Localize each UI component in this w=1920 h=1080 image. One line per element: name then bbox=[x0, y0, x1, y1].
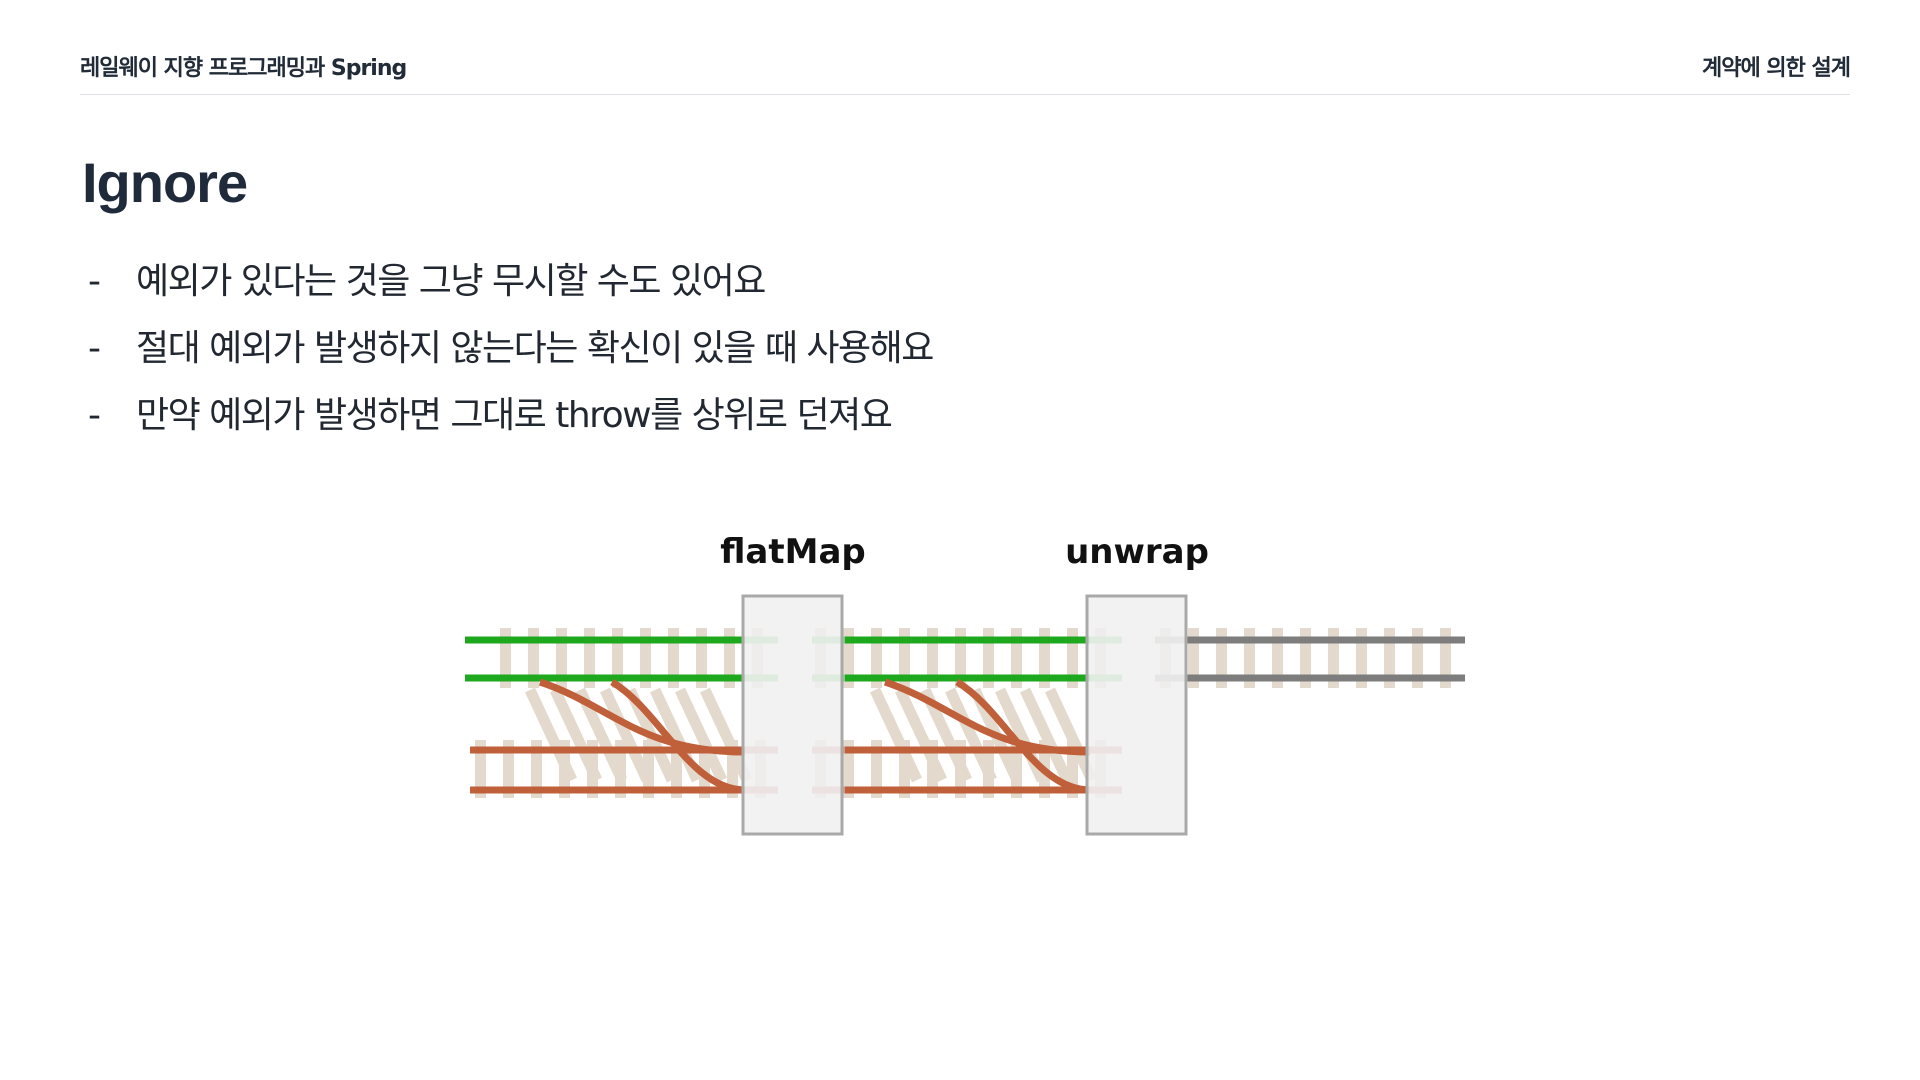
success-track-sleeper bbox=[584, 628, 595, 688]
slide-title: Ignore bbox=[82, 151, 248, 214]
switch-sleeper bbox=[550, 687, 602, 783]
output-track-sleeper bbox=[1412, 628, 1423, 688]
unwrap-box bbox=[1085, 594, 1188, 836]
success-track-sleeper bbox=[871, 628, 882, 688]
failure-track-sleeper bbox=[503, 740, 514, 798]
success-track-sleeper bbox=[668, 628, 679, 688]
switch-sleeper bbox=[1045, 687, 1097, 783]
bullet-item: -절대 예외가 발생하지 않는다는 확신이 있을 때 사용해요 bbox=[88, 315, 934, 382]
switch-sleeper bbox=[870, 687, 922, 783]
function-boxes-layer bbox=[741, 594, 1188, 836]
switch-sleeper bbox=[700, 687, 752, 783]
success-track-sleeper bbox=[1039, 628, 1050, 688]
failure-track-sleeper bbox=[699, 740, 710, 798]
output-track-sleeper bbox=[1244, 628, 1255, 688]
success-track-sleeper bbox=[955, 628, 966, 688]
slide-header: 레일웨이 지향 프로그래밍과 Spring 계약에 의한 설계 bbox=[80, 44, 1851, 95]
section-title: 계약에 의한 설계 bbox=[1702, 56, 1851, 81]
bullet-list: -예외가 있다는 것을 그냥 무시할 수도 있어요 -절대 예외가 발생하지 않… bbox=[88, 248, 934, 449]
output-track-sleeper bbox=[1300, 628, 1311, 688]
output-track-sleeper bbox=[1216, 628, 1227, 688]
success-track-sleeper bbox=[640, 628, 651, 688]
success-track-sleeper bbox=[500, 628, 511, 688]
switch-sleeper bbox=[675, 687, 727, 783]
output-track-sleeper bbox=[1384, 628, 1395, 688]
flatmap-box bbox=[741, 594, 844, 836]
switch-rail bbox=[538, 678, 746, 756]
bullet-text: 예외가 있다는 것을 그냥 무시할 수도 있어요 bbox=[136, 261, 766, 302]
bullet-item: -만약 예외가 발생하면 그대로 throw를 상위로 던져요 bbox=[88, 382, 933, 449]
output-track-sleeper bbox=[1272, 628, 1283, 688]
failure-track-sleeper bbox=[899, 740, 910, 798]
success-track-sleeper bbox=[983, 628, 994, 688]
bullet-text: 만약 예외가 발생하면 그대로 throw를 상위로 던져요 bbox=[136, 395, 893, 436]
success-track-sleeper bbox=[927, 628, 938, 688]
success-track-sleeper bbox=[696, 628, 707, 688]
switch-rail bbox=[883, 678, 1091, 756]
success-track-sleeper bbox=[1067, 628, 1078, 688]
failure-track-sleeper bbox=[531, 740, 542, 798]
output-track-sleeper bbox=[1440, 628, 1451, 688]
failure-track-sleeper bbox=[727, 740, 738, 798]
failure-track-sleeper bbox=[1067, 740, 1078, 798]
failure-track-sleeper bbox=[475, 740, 486, 798]
switch-sleeper bbox=[1020, 687, 1072, 783]
switch-sleeper bbox=[525, 687, 577, 783]
output-track-sleeper bbox=[1328, 628, 1339, 688]
dash-icon: - bbox=[88, 261, 101, 302]
switch-sleeper bbox=[600, 687, 652, 783]
switch-rail bbox=[610, 678, 746, 794]
success-track-sleeper bbox=[843, 628, 854, 688]
failure-track-sleeper bbox=[671, 740, 682, 798]
switch-sleeper bbox=[895, 687, 947, 783]
success-track-sleeper bbox=[556, 628, 567, 688]
failure-track-sleeper bbox=[843, 740, 854, 798]
failure-track-sleeper bbox=[643, 740, 654, 798]
success-track-sleeper bbox=[899, 628, 910, 688]
sleepers-layer bbox=[475, 628, 1451, 798]
switch-sleeper bbox=[945, 687, 997, 783]
dash-icon: - bbox=[88, 395, 101, 436]
flatmap-label: flatMap bbox=[720, 532, 866, 572]
unwrap-label: unwrap bbox=[1065, 532, 1209, 572]
success-track-sleeper bbox=[612, 628, 623, 688]
dash-icon: - bbox=[88, 328, 101, 369]
failure-track-sleeper bbox=[871, 740, 882, 798]
bullet-item: -예외가 있다는 것을 그냥 무시할 수도 있어요 bbox=[88, 248, 933, 315]
output-track-sleeper bbox=[1188, 628, 1199, 688]
presentation-title: 레일웨이 지향 프로그래밍과 Spring bbox=[80, 56, 407, 81]
bullet-text: 절대 예외가 발생하지 않는다는 확신이 있을 때 사용해요 bbox=[136, 328, 934, 369]
success-track-sleeper bbox=[528, 628, 539, 688]
switch-rail bbox=[955, 678, 1091, 794]
success-track-sleeper bbox=[1011, 628, 1022, 688]
output-track-sleeper bbox=[1356, 628, 1367, 688]
success-track-sleeper bbox=[724, 628, 735, 688]
